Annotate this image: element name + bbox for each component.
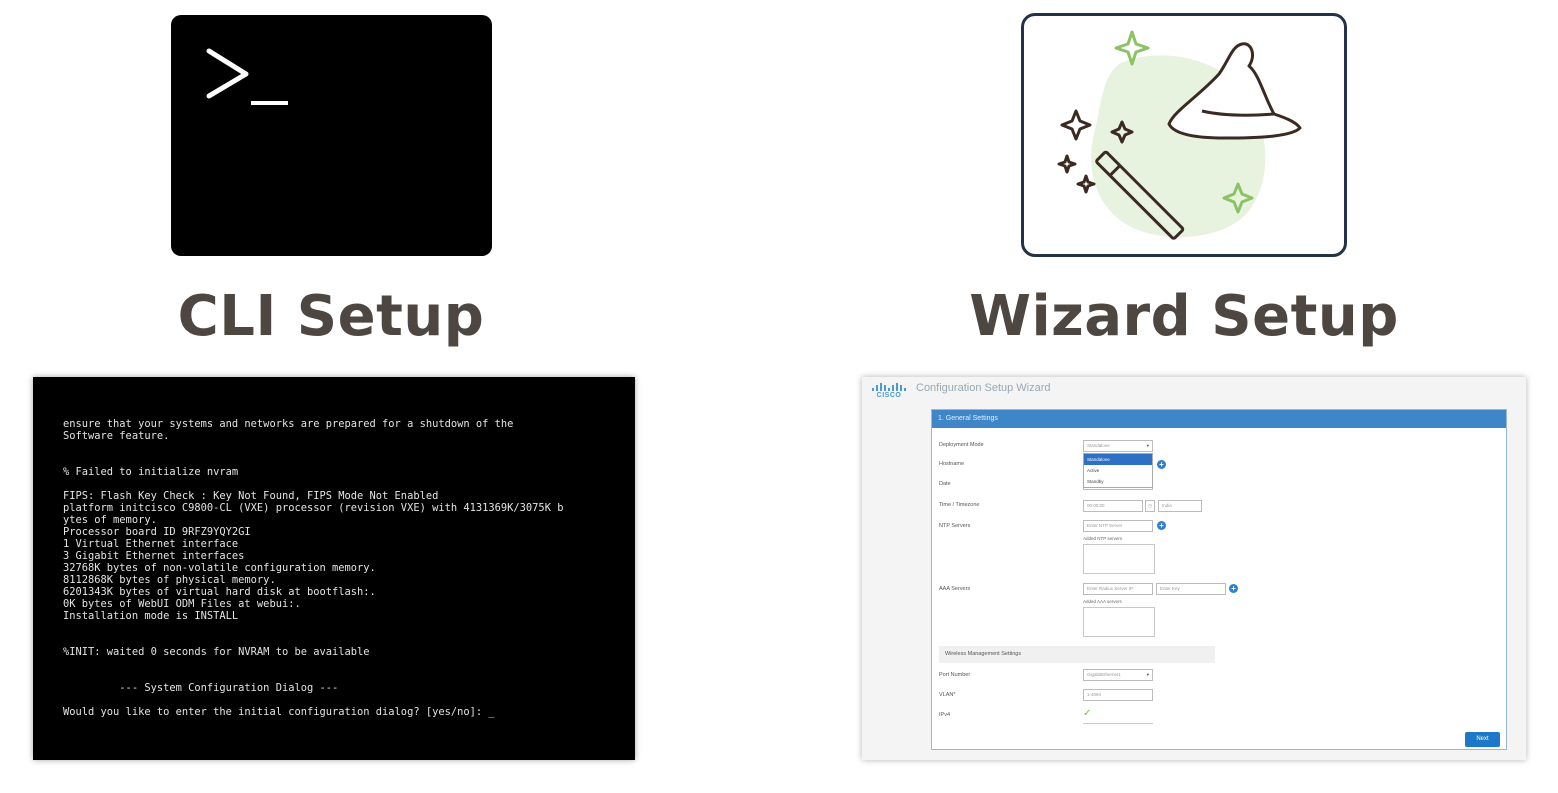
vlan-input[interactable]: 1-4094	[1083, 689, 1153, 701]
console-line: %INIT: waited 0 seconds for NVRAM to be …	[63, 646, 370, 658]
vlan-label: VLAN*	[939, 692, 956, 698]
console-line: Software feature.	[63, 430, 170, 442]
console-line	[63, 634, 563, 646]
deployment-mode-value: Standalone	[1087, 443, 1110, 448]
general-settings-panel: 1. General Settings Deployment Mode Stan…	[931, 409, 1507, 750]
wireless-management-section: Wireless Management Settings	[939, 646, 1215, 663]
terminal-prompt-icon	[206, 48, 288, 105]
aaa-key-input[interactable]: Enter Key	[1156, 583, 1226, 595]
clock-icon[interactable]: ◷	[1145, 500, 1155, 512]
deployment-mode-dropdown: Standalone Active Standby	[1083, 453, 1153, 488]
hostname-label: Hostname	[939, 461, 965, 467]
add-ntp-icon[interactable]: +	[1157, 521, 1166, 530]
next-button[interactable]: Next	[1465, 732, 1500, 747]
aaa-server-input[interactable]: Enter Radius Server IP	[1083, 583, 1153, 595]
console-output: ensure that your systems and networks ar…	[63, 418, 563, 718]
cisco-logo-text: CISCO	[876, 392, 902, 399]
console-line: 32768K bytes of non-volatile configurati…	[63, 562, 376, 574]
console-line	[63, 694, 563, 706]
wizard-setup-heading: Wizard Setup	[969, 284, 1399, 349]
dropdown-option-standby[interactable]: Standby	[1087, 479, 1104, 484]
port-number-value: GigabitEthernet1	[1087, 672, 1121, 677]
console-line	[63, 622, 563, 634]
port-number-label: Port Number	[939, 672, 971, 678]
console-line: Processor board ID 9RFZ9YQY2GI	[63, 526, 251, 538]
console-line: Would you like to enter the initial conf…	[63, 706, 495, 718]
ipv4-checkbox-check-icon[interactable]: ✓	[1083, 708, 1092, 719]
panel-title: 1. General Settings	[932, 410, 1506, 428]
console-line: 1 Virtual Ethernet interface	[63, 538, 239, 550]
cisco-logo: CISCO	[871, 383, 907, 403]
add-hostname-icon[interactable]: +	[1157, 460, 1166, 469]
divider	[1083, 723, 1153, 724]
ipv4-label: IPv4	[939, 712, 951, 718]
console-line: platform initcisco C9800-CL (VXE) proces…	[63, 502, 564, 514]
added-ntp-label: Added NTP servers	[1083, 536, 1123, 541]
add-aaa-icon[interactable]: +	[1229, 584, 1238, 593]
deployment-mode-label: Deployment Mode	[939, 442, 984, 448]
ntp-servers-label: NTP Servers	[939, 523, 971, 529]
console-line: 8112868K bytes of physical memory.	[63, 574, 276, 586]
timezone-select[interactable]: India	[1158, 500, 1202, 512]
added-aaa-label: Added AAA servers	[1083, 599, 1122, 604]
wizard-screenshot: CISCO Configuration Setup Wizard 1. Gene…	[862, 377, 1526, 760]
aaa-servers-label: AAA Servers	[939, 586, 971, 592]
time-input[interactable]: 00:00:00	[1083, 500, 1143, 512]
chevron-down-icon: ▾	[1146, 443, 1149, 448]
added-aaa-list[interactable]	[1083, 607, 1155, 637]
cli-setup-heading: CLI Setup	[177, 284, 485, 349]
deployment-mode-select[interactable]: Standalone ▾	[1083, 440, 1153, 452]
console-line: % Failed to initialize nvram	[63, 466, 239, 478]
ntp-server-input[interactable]: Enter NTP Server	[1083, 520, 1153, 532]
wizard-hat-wand-icon	[1057, 30, 1302, 240]
console-line	[63, 670, 563, 682]
time-timezone-label: Time / Timezone	[939, 502, 980, 508]
console-line: ytes of memory.	[63, 514, 157, 526]
console-line: 3 Gigabit Ethernet interfaces	[63, 550, 245, 562]
port-number-select[interactable]: GigabitEthernet1 ▾	[1083, 669, 1153, 681]
console-line	[63, 478, 563, 490]
terminal-icon	[171, 15, 492, 256]
wizard-app-title: Configuration Setup Wizard	[916, 382, 1051, 394]
dropdown-option-standalone[interactable]: Standalone	[1084, 454, 1152, 465]
date-label: Date	[939, 481, 951, 487]
console-line: 0K bytes of WebUI ODM Files at webui:.	[63, 598, 301, 610]
added-ntp-list[interactable]	[1083, 544, 1155, 574]
console-line: 6201343K bytes of virtual hard disk at b…	[63, 586, 376, 598]
chevron-down-icon: ▾	[1146, 672, 1149, 677]
dropdown-option-active[interactable]: Active	[1087, 468, 1100, 473]
console-line	[63, 454, 563, 466]
console-line: ensure that your systems and networks ar…	[63, 418, 514, 430]
console-line: FIPS: Flash Key Check : Key Not Found, F…	[63, 490, 439, 502]
wizard-icon	[1021, 13, 1347, 257]
console-line	[63, 658, 563, 670]
console-line	[63, 442, 563, 454]
console-line: Installation mode is INSTALL	[63, 610, 239, 622]
console-line: --- System Configuration Dialog ---	[63, 682, 339, 694]
cli-console-screenshot: ensure that your systems and networks ar…	[33, 377, 635, 760]
